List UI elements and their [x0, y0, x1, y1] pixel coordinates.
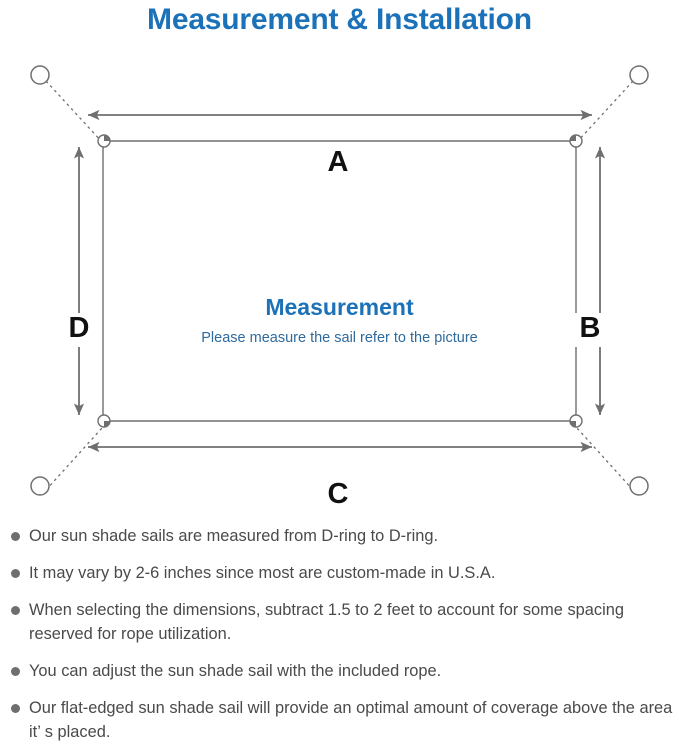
- anchor-ring-top-right: [629, 65, 649, 85]
- notes-list: Our sun shade sails are measured from D-…: [0, 524, 679, 744]
- sail-rectangle: [102, 140, 577, 422]
- sail-center-subtitle: Please measure the sail refer to the pic…: [201, 330, 478, 346]
- sail-center-title: Measurement: [265, 294, 414, 320]
- bullet-icon: [11, 532, 20, 541]
- d-rings: [97, 134, 583, 428]
- anchor-rings: [30, 65, 649, 496]
- list-item: When selecting the dimensions, subtract …: [0, 598, 679, 646]
- dimension-label-D: D: [57, 313, 101, 347]
- rope-line-top-left: [45, 80, 103, 143]
- page-title: Measurement & Installation: [147, 3, 532, 36]
- bullet-icon: [11, 667, 20, 676]
- list-item: You can adjust the sun shade sail with t…: [0, 659, 679, 683]
- list-item: Our sun shade sails are measured from D-…: [0, 524, 679, 548]
- rope-line-bottom-left: [45, 427, 103, 491]
- d-ring-top-left: [97, 134, 111, 148]
- rope-lines: [45, 80, 634, 491]
- note-text: Our sun shade sails are measured from D-…: [29, 527, 439, 545]
- d-ring-bottom-right: [569, 414, 583, 428]
- rope-line-top-right: [576, 80, 634, 143]
- bullet-icon: [11, 704, 20, 713]
- measurement-diagram: A B C D Measurement Please measure the s…: [0, 50, 679, 520]
- bullet-icon: [11, 569, 20, 578]
- bullet-icon: [11, 606, 20, 615]
- dimension-arrows: [73, 109, 606, 453]
- diagram-svg: [30, 65, 649, 496]
- d-ring-top-right: [569, 134, 583, 148]
- list-item: Our flat-edged sun shade sail will provi…: [0, 696, 679, 744]
- anchor-ring-top-left: [30, 65, 50, 85]
- rope-line-bottom-right: [576, 427, 634, 491]
- dimension-label-C: C: [308, 479, 368, 513]
- dimension-label-B: B: [568, 313, 612, 347]
- note-text: It may vary by 2-6 inches since most are…: [29, 564, 496, 582]
- note-text: Our flat-edged sun shade sail will provi…: [29, 699, 673, 741]
- dimension-label-A: A: [308, 147, 368, 181]
- anchor-ring-bottom-right: [629, 476, 649, 496]
- list-item: It may vary by 2-6 inches since most are…: [0, 561, 679, 585]
- d-ring-bottom-left: [97, 414, 111, 428]
- note-text: When selecting the dimensions, subtract …: [29, 601, 624, 643]
- note-text: You can adjust the sun shade sail with t…: [29, 662, 442, 680]
- anchor-ring-bottom-left: [30, 476, 50, 496]
